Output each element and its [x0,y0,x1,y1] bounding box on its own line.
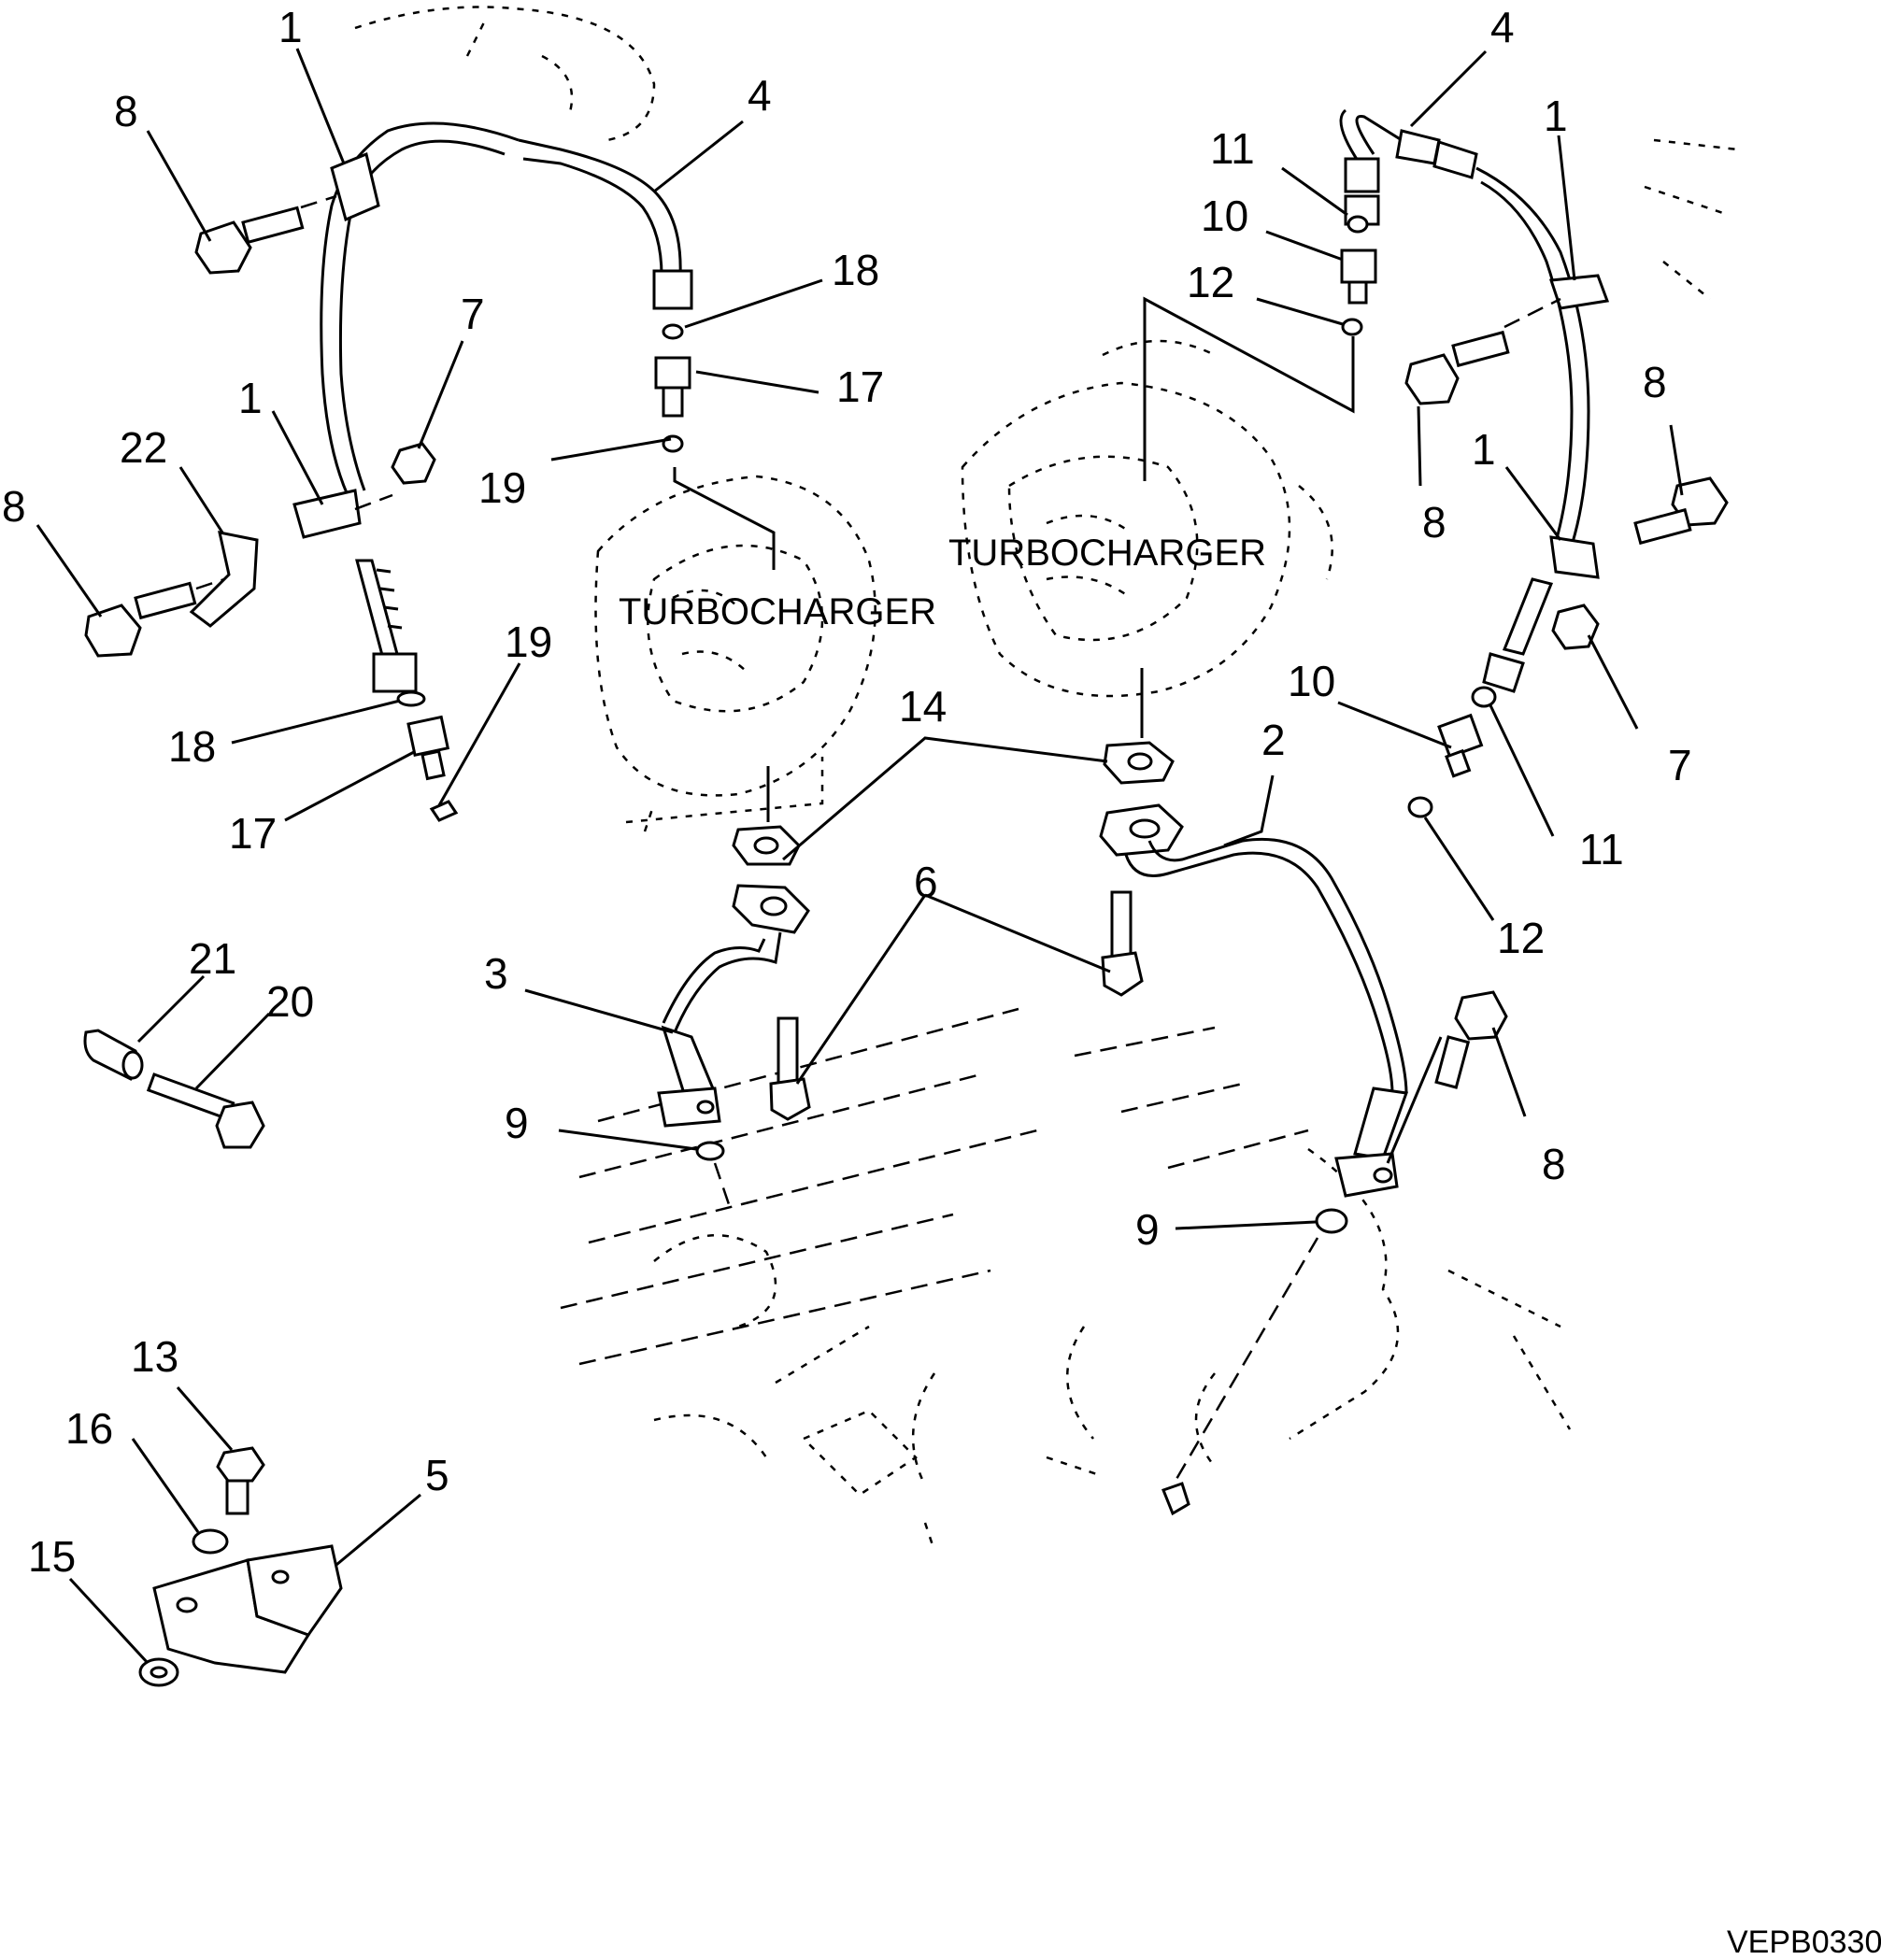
gasket-14-right [1103,741,1175,785]
callout-4-right: 4 [1490,3,1515,51]
adapter-17-upper [654,356,691,418]
bolt-6-right [1101,890,1144,997]
callout-8-top-left: 8 [114,87,138,135]
o-ring-11-lower [1471,686,1497,708]
pipe-2-stud-path [1171,1237,1319,1486]
callout-11-lower: 11 [1579,825,1624,873]
gasket-9-left [695,1141,725,1161]
callout-8-right: 8 [1643,358,1667,406]
callout-9-right: 9 [1135,1205,1160,1254]
callout-2: 2 [1261,716,1286,764]
spacer-21 [83,1029,144,1081]
oil-return-pipe-2 [1099,803,1409,1198]
bolt-8-top-left [194,206,305,275]
callout-4-left: 4 [748,71,772,120]
callout-11-upper: 11 [1210,124,1255,173]
bolt-6-left [769,1016,811,1121]
callout-12-upper: 12 [1187,258,1234,306]
o-ring-18-lower [396,690,426,707]
callout-1-mid-left: 1 [238,374,263,422]
pipe-3-stud-path [713,1162,733,1211]
bolt-20 [146,1072,265,1149]
figure-code: VEPB0330 [1727,1924,1881,1960]
gasket-9-right [1315,1208,1348,1234]
right-oil-feed-hose [1339,108,1590,693]
washer-19-lower [429,800,459,822]
callout-15: 15 [28,1532,76,1581]
washer-15-hole [150,1666,168,1679]
callout-21: 21 [189,934,236,983]
callout-17-lower: 17 [229,809,277,858]
callout-10-upper: 10 [1201,192,1248,240]
callout-8-lower-right: 8 [1542,1140,1566,1188]
callout-3: 3 [484,949,508,998]
callout-6: 6 [914,858,938,906]
o-ring-18-upper [662,323,684,340]
bolt-path-top-left [300,194,337,209]
bolt-path-mid-left [195,493,393,590]
callout-13: 13 [131,1332,178,1381]
callout-19-upper: 19 [478,463,526,512]
exhaust-outline-top [354,6,1739,300]
drain-plug-right [1161,1482,1190,1516]
callout-9-left: 9 [505,1099,529,1147]
washer-15 [138,1657,179,1687]
callout-7-left: 7 [461,290,485,338]
o-ring-10-upper [1347,215,1369,234]
callout-labels: 1 8 4 18 17 7 1 22 8 19 18 19 17 4 1 11 … [2,3,1692,1581]
turbocharger-label-right: TURBOCHARGER [948,533,1266,574]
turbocharger-left-outline [594,475,876,832]
adapter-17-lower [406,715,450,781]
clip-1-upper-right [1548,274,1610,310]
callout-5: 5 [425,1451,449,1499]
callout-7-right: 7 [1668,741,1692,789]
washer-16 [192,1528,229,1555]
callout-1-mid-right: 1 [1472,425,1496,474]
callout-18-lower: 18 [168,722,216,771]
gasket-14-left [732,825,801,866]
callout-17-upper: 17 [836,362,884,411]
bolt-8-mid-right [1633,476,1729,546]
clip-1-mid-left [292,489,362,539]
callout-20: 20 [266,977,314,1026]
callout-12-lower: 12 [1497,914,1545,962]
callout-8-upper-right: 8 [1422,498,1446,547]
callout-10-lower: 10 [1288,657,1335,705]
bolt-13 [216,1446,265,1515]
bolt-8-mid-left [84,581,197,658]
left-oil-feed-hose [320,121,693,693]
bolt-path-upper-right [1503,297,1561,329]
callout-14: 14 [899,682,947,731]
callout-1-top-left: 1 [278,3,303,51]
callout-22: 22 [120,423,167,472]
clip-1-top-left [330,151,380,222]
o-ring-12-upper [1341,318,1363,336]
clip-1-mid-right [1549,535,1600,579]
callout-1-upper-right: 1 [1544,92,1568,140]
adapter-10-upper [1340,249,1377,305]
bolt-8-lower-right [1434,990,1508,1089]
nut-7-right [1551,604,1600,650]
bolt-8-upper-right [1404,330,1510,405]
callout-18-upper: 18 [832,246,879,294]
turbocharger-label-left: TURBOCHARGER [619,591,936,632]
nut-7-left [391,442,436,485]
turbocharger-right-outline [961,339,1333,698]
leader-lines [36,48,1684,1665]
callout-19-lower: 19 [505,618,552,666]
callout-16: 16 [65,1404,113,1453]
o-ring-12-lower [1407,796,1433,818]
bracket-5 [152,1544,343,1674]
oil-return-pipe-3 [657,884,810,1128]
callout-8-mid-left: 8 [2,482,26,531]
